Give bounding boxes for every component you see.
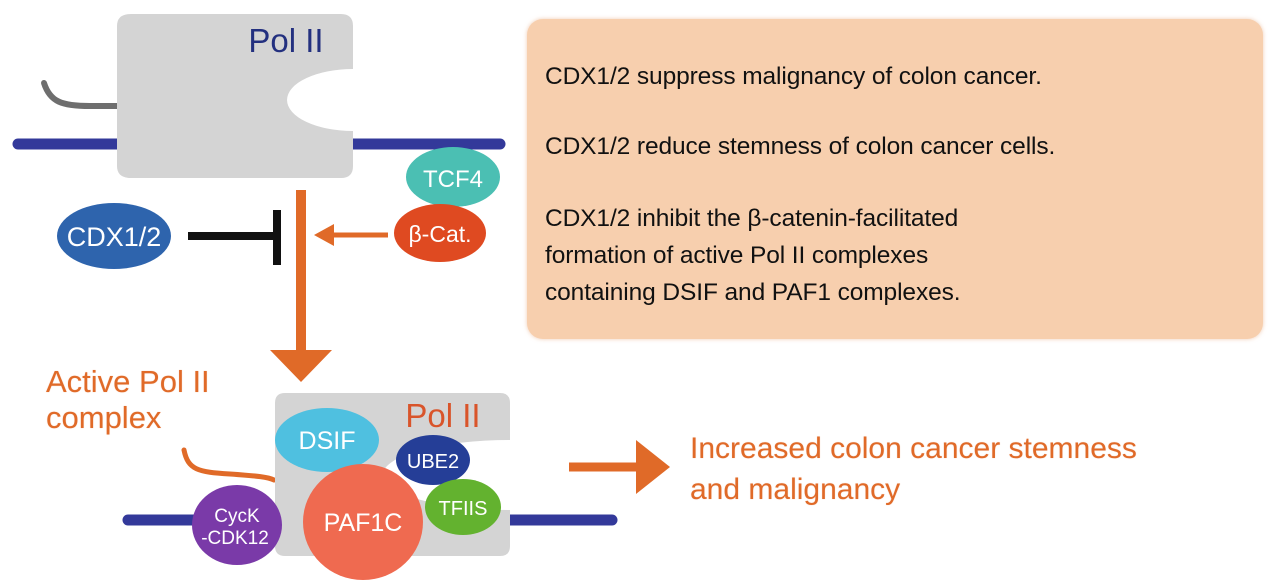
outcome-line2: and malignancy [690, 473, 901, 506]
tcf4-node: TCF4 [406, 147, 500, 207]
summary-line-3a: CDX1/2 inhibit the β-catenin-facilitated [545, 205, 959, 232]
paf1c-label: PAF1C [324, 509, 403, 537]
pol-ii-top: Pol II [117, 14, 353, 178]
summary-box [527, 19, 1263, 339]
rna-transcript-top [41, 80, 123, 109]
active-complex-title: Active Pol II complex [46, 364, 210, 436]
outcome-text: Increased colon cancer stemness and mali… [690, 428, 1137, 510]
cdx-label: CDX1/2 [67, 222, 162, 252]
activation-arrow-down [270, 190, 332, 382]
beta-catenin-label: β-Cat. [408, 221, 471, 247]
pol-ii-top-label: Pol II [248, 22, 323, 59]
cdx-node: CDX1/2 [57, 203, 171, 269]
active-complex-title-line1: Active Pol II [46, 364, 210, 399]
dsif-node: DSIF [275, 408, 379, 472]
inhibition-symbol [188, 210, 281, 265]
cyck-label-line2: -CDK12 [201, 528, 269, 549]
tfiis-node: TFIIS [425, 479, 501, 535]
outcome-line1: Increased colon cancer stemness [690, 432, 1137, 465]
ube2-node: UBE2 [396, 435, 470, 485]
ube2-label: UBE2 [407, 451, 459, 473]
cyck-cdk12-node: CycK -CDK12 [192, 485, 282, 565]
paf1c-node: PAF1C [303, 464, 423, 580]
rna-transcript-bottom [181, 447, 277, 483]
summary-line-3c: containing DSIF and PAF1 complexes. [545, 279, 961, 306]
cyck-label-line1: CycK [214, 506, 260, 527]
tcf4-label: TCF4 [423, 166, 483, 193]
summary-line-3b: formation of active Pol II complexes [545, 242, 929, 269]
active-complex-title-line2: complex [46, 400, 162, 435]
pol-ii-bottom-label: Pol II [405, 397, 480, 434]
dsif-label: DSIF [299, 427, 356, 455]
outcome-arrow [569, 440, 670, 494]
beta-catenin-node: β-Cat. [394, 204, 486, 262]
tfiis-label: TFIIS [439, 498, 488, 520]
summary-line-2: CDX1/2 reduce stemness of colon cancer c… [545, 133, 1056, 160]
beta-catenin-arrow [314, 224, 388, 246]
summary-line-1: CDX1/2 suppress malignancy of colon canc… [545, 63, 1042, 90]
